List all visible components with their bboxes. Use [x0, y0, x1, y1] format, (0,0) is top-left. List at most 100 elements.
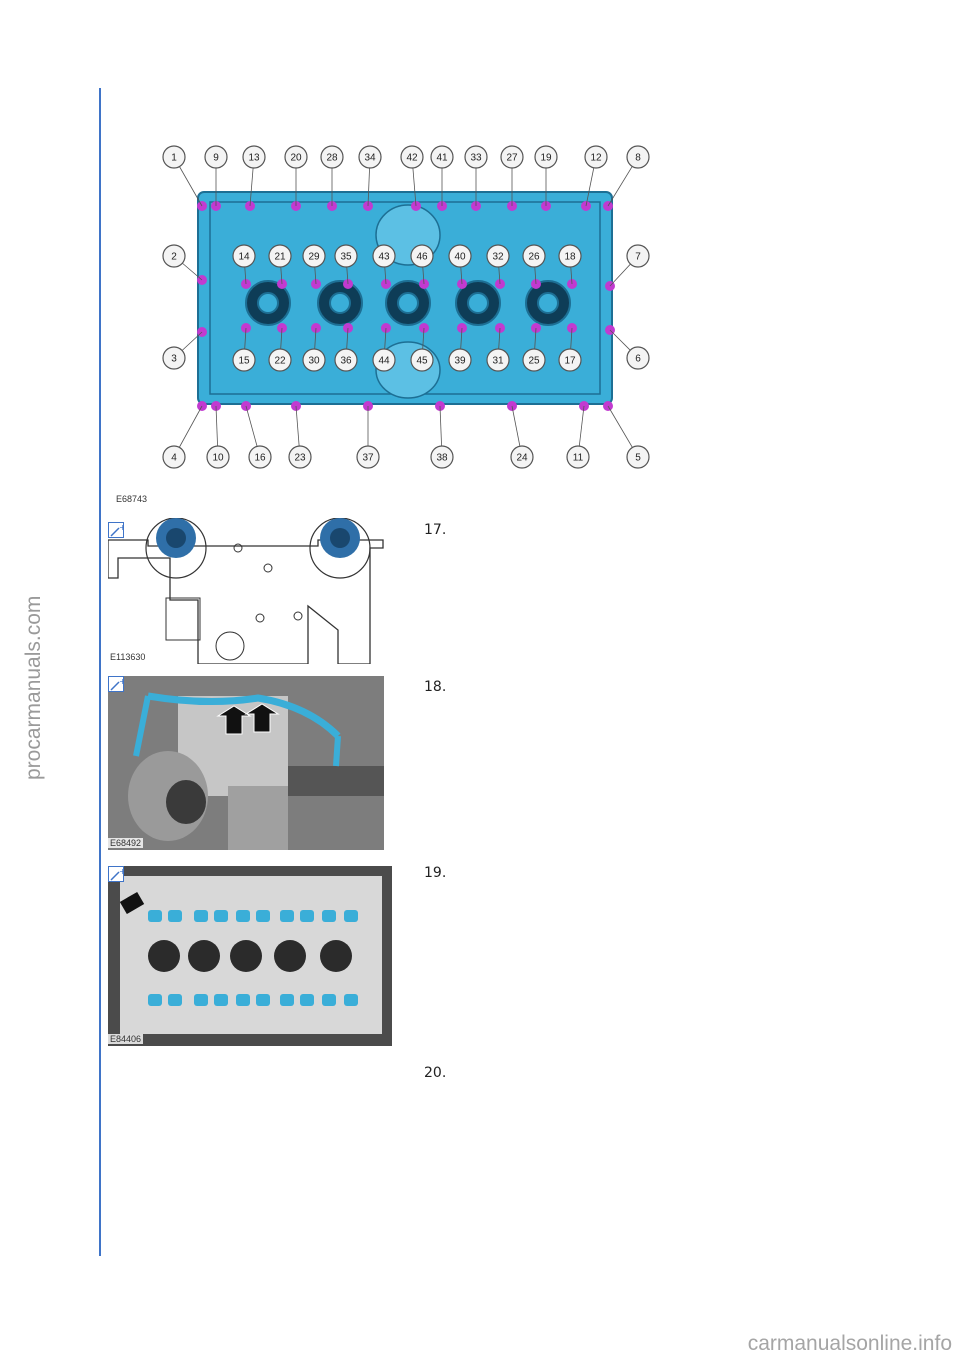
callout-label: 16 [254, 453, 266, 464]
callout-label: 30 [308, 356, 320, 367]
callout-label: 42 [406, 153, 418, 164]
callout-circle [268, 348, 292, 372]
callout-circle [372, 244, 396, 268]
callout-circle [566, 445, 590, 469]
callout-circle [626, 346, 650, 370]
callout-circle [284, 145, 308, 169]
callout-label: 35 [340, 252, 352, 263]
callout-label: 15 [238, 356, 250, 367]
camshaft-cap [280, 910, 294, 922]
callout-label: 24 [516, 453, 528, 464]
callout-circle [242, 145, 266, 169]
callout-label: 26 [528, 252, 540, 263]
callout-circle [334, 348, 358, 372]
camshaft-cap [168, 994, 182, 1006]
callout-circle [410, 244, 434, 268]
callout-circle [584, 145, 608, 169]
figure-timing-cover-photo: + E68492 [108, 676, 384, 850]
callout-label: 12 [590, 153, 602, 164]
callout-circle [320, 145, 344, 169]
callout-circle [162, 244, 186, 268]
callout-label: 33 [470, 153, 482, 164]
callout-circle [372, 348, 396, 372]
camshaft-cap [236, 910, 250, 922]
callout-label: 18 [564, 252, 576, 263]
camshaft-cap [344, 994, 358, 1006]
callout-circle [430, 445, 454, 469]
callout-label: 4 [171, 453, 177, 464]
callout-label: 28 [326, 153, 338, 164]
step-number: 18. [424, 679, 447, 695]
callout-label: 32 [492, 252, 504, 263]
callout-label: 3 [171, 354, 177, 365]
callout-label: 7 [635, 252, 641, 263]
svg-text:+: + [119, 678, 123, 686]
zoom-in-icon[interactable]: + [108, 676, 126, 692]
callout-label: 41 [436, 153, 448, 164]
callout-label: 19 [540, 153, 552, 164]
callout-label: 21 [274, 252, 286, 263]
callout-circle [302, 348, 326, 372]
callout-label: 1 [171, 153, 177, 164]
callout-circle [162, 445, 186, 469]
camshaft-cap [322, 994, 336, 1006]
callout-circle [400, 145, 424, 169]
callout-circle [288, 445, 312, 469]
camshaft-cap [256, 994, 270, 1006]
callout-circle [232, 348, 256, 372]
callout-label: 22 [274, 356, 286, 367]
camshaft-cap [194, 910, 208, 922]
camshaft-cap [168, 910, 182, 922]
callout-circle [162, 346, 186, 370]
callout-label: 46 [416, 252, 428, 263]
callout-label: 5 [635, 453, 641, 464]
callout-circle [448, 348, 472, 372]
callout-circle [410, 348, 434, 372]
camshaft-cap [194, 994, 208, 1006]
callout-label: 39 [454, 356, 466, 367]
callout-label: 31 [492, 356, 504, 367]
camshaft-cap [256, 910, 270, 922]
callout-circle [558, 348, 582, 372]
camshaft-cap [236, 994, 250, 1006]
callout-label: 9 [213, 153, 219, 164]
callout-circle [486, 348, 510, 372]
callout-circle [486, 244, 510, 268]
callout-circle [358, 145, 382, 169]
callout-circle [430, 145, 454, 169]
callout-label: 45 [416, 356, 428, 367]
callout-label: 37 [362, 453, 374, 464]
figure-code: E113630 [108, 652, 148, 662]
zoom-in-icon[interactable]: + [108, 866, 126, 882]
svg-text:+: + [119, 524, 123, 532]
figure-code: E68743 [114, 494, 150, 504]
callout-circle [522, 348, 546, 372]
zoom-in-icon[interactable]: + [108, 522, 126, 538]
camshaft-cap [148, 994, 162, 1006]
callout-label: 38 [436, 453, 448, 464]
step-number: 19. [424, 865, 447, 881]
callout-label: 43 [378, 252, 390, 263]
watermark-procarmanuals: procarmanuals.com [22, 595, 45, 780]
callout-label: 44 [378, 356, 390, 367]
callout-circle [268, 244, 292, 268]
svg-text:+: + [119, 868, 123, 876]
callout-label: 25 [528, 356, 540, 367]
callout-label: 13 [248, 153, 260, 164]
callout-circle [248, 445, 272, 469]
step-number: 17. [424, 522, 447, 538]
callout-circle [500, 145, 524, 169]
callout-circle [534, 145, 558, 169]
callout-circle [558, 244, 582, 268]
camshaft-cap [148, 910, 162, 922]
callout-circle [626, 244, 650, 268]
figure-code: E84406 [108, 1034, 144, 1044]
callout-circle [626, 445, 650, 469]
cylinder-head-photo [108, 866, 392, 1046]
figure-camshaft-caps-photo: + E84406 [108, 866, 392, 1046]
camshaft-sprocket-diagram [108, 518, 384, 664]
camshaft-cap [344, 910, 358, 922]
callout-circle [162, 145, 186, 169]
callout-label: 14 [238, 252, 250, 263]
